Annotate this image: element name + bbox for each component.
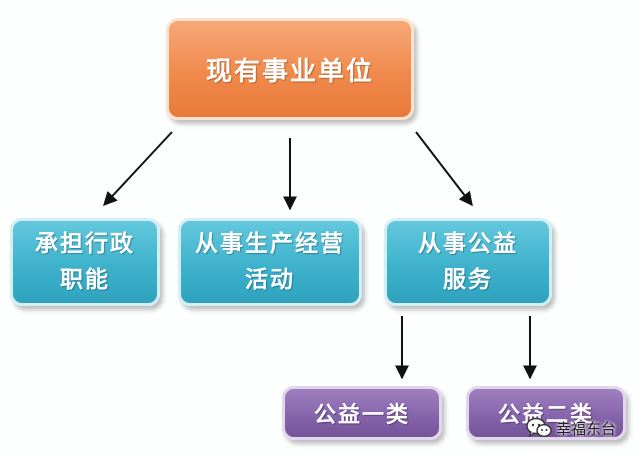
- category-node-label: 承担行政 职能: [35, 231, 135, 293]
- category-node-business: 从事生产经营 活动: [178, 218, 362, 306]
- root-node-label: 现有事业单位: [205, 56, 374, 87]
- arrow-root-to-admin: [103, 131, 173, 207]
- watermark-text: 幸福东台: [556, 419, 617, 438]
- subcategory-node-class-1: 公益一类: [282, 386, 442, 440]
- subcategory-node-label: 公益一类: [313, 403, 410, 428]
- arrow-root-to-public: [415, 131, 473, 207]
- root-node: 现有事业单位: [166, 18, 414, 120]
- watermark: 幸福东台: [526, 414, 616, 442]
- category-node-public-service: 从事公益 服务: [384, 218, 552, 306]
- category-node-administrative: 承担行政 职能: [10, 218, 160, 306]
- wechat-icon: [526, 417, 552, 438]
- category-node-label: 从事生产经营 活动: [195, 231, 345, 293]
- category-node-label: 从事公益 服务: [418, 231, 518, 293]
